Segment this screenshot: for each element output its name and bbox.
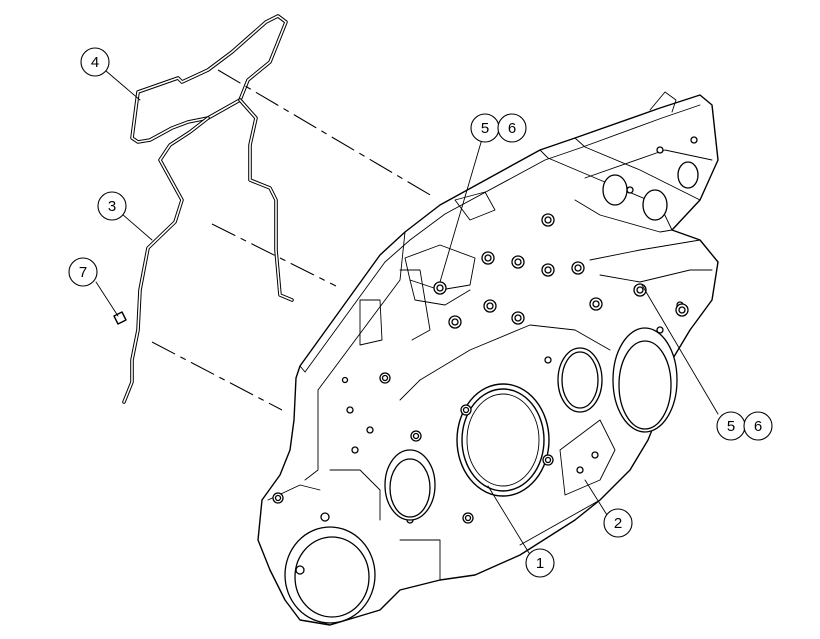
callout-3-label: 3 (108, 198, 116, 215)
front-seal-bore (456, 383, 550, 497)
callout-4: 4 (80, 47, 110, 77)
fitting-part-7 (113, 311, 127, 325)
callout-1: 1 (525, 548, 555, 578)
housing-bolts (272, 213, 689, 575)
leader-lines (95, 70, 719, 554)
front-housing (257, 91, 719, 626)
callout-2-label: 2 (614, 515, 622, 532)
explosion-lines (151, 69, 433, 411)
callout-3: 3 (97, 191, 127, 221)
callout-5-lower: 5 (716, 411, 746, 441)
callout-5-upper: 5 (470, 113, 500, 143)
callout-6-upper-label: 6 (508, 120, 516, 137)
callout-7: 7 (68, 257, 98, 287)
callout-2: 2 (603, 508, 633, 538)
callout-6-upper: 6 (497, 113, 527, 143)
callout-4-label: 4 (91, 54, 99, 71)
callout-7-label: 7 (79, 264, 87, 281)
callout-5-lower-label: 5 (727, 418, 735, 435)
callout-1-label: 1 (536, 555, 544, 572)
callout-5-upper-label: 5 (481, 120, 489, 137)
callout-6-lower: 6 (743, 411, 773, 441)
callout-6-lower-label: 6 (754, 418, 762, 435)
tube-assembly (113, 14, 294, 404)
